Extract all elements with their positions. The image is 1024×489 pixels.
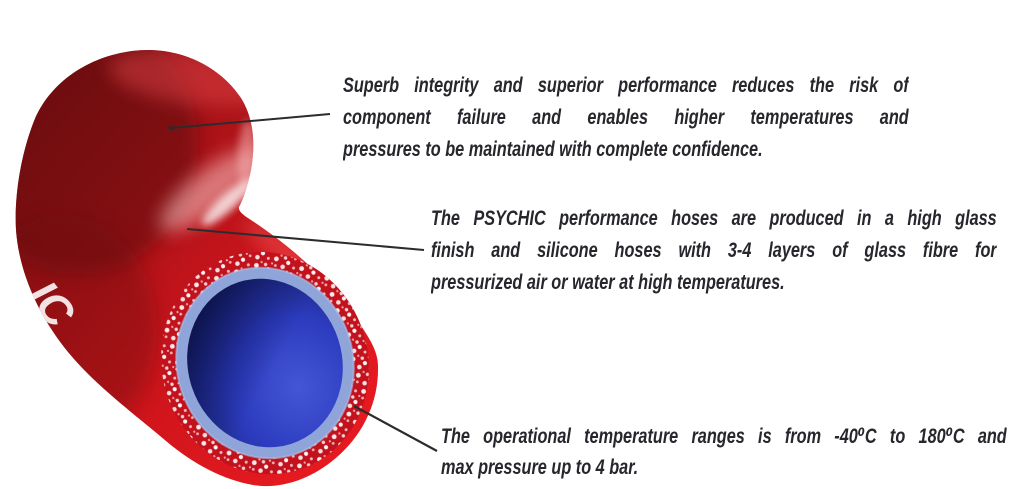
annotation-line: component failure and enables higher tem… <box>343 106 909 129</box>
leader-line-temperature <box>353 405 438 452</box>
annotation-line: The PSYCHIC performance hoses are produc… <box>431 207 997 230</box>
annotation-line: finish and silicone hoses with 3-4 layer… <box>431 239 997 262</box>
annotation-line: max pressure up to 4 bar. <box>441 456 639 479</box>
hose-cut-face <box>161 251 369 475</box>
hose-bore-shadow <box>187 278 343 448</box>
annotation-temperature: The operational temperature ranges is fr… <box>441 421 1007 483</box>
annotation-line: pressures to be maintained with complete… <box>343 138 763 161</box>
annotation-line: Superb integrity and superior performanc… <box>343 74 909 97</box>
leader-lines <box>168 113 438 452</box>
annotation-integrity: Superb integrity and superior performanc… <box>343 70 909 166</box>
annotation-line: The operational temperature ranges is fr… <box>441 425 1007 448</box>
leader-dot-integrity <box>168 125 174 131</box>
leader-line-construction <box>186 228 425 251</box>
annotation-construction: The PSYCHIC performance hoses are produc… <box>431 203 997 299</box>
inner-liner-edge <box>175 266 355 460</box>
leader-line-integrity <box>170 113 331 129</box>
annotation-line: pressurized air or water at high tempera… <box>431 271 785 294</box>
